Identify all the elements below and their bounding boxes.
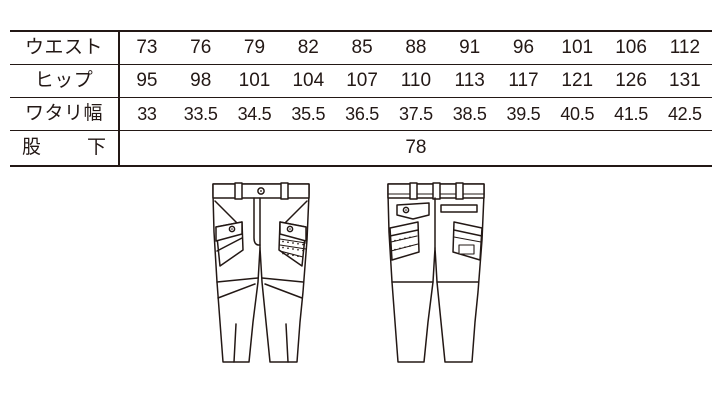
cargo-pocket-left-button-hole: [231, 228, 233, 230]
cell-thigh-5: 36.5: [335, 97, 389, 131]
cell-waist-2: 76: [173, 30, 228, 65]
table-row: ヒップ 95 98 101 104 107 110 113 117 121 12…: [10, 64, 712, 98]
back-welt-pocket-right: [440, 204, 478, 213]
cell-hip-4: 104: [281, 64, 336, 98]
cargo-pocket-right-button-hole: [289, 228, 291, 230]
cell-waist-8: 96: [496, 30, 551, 65]
cell-hip-9: 121: [550, 64, 605, 98]
table-row: ワタリ幅 33 33.5 34.5 35.5 36.5 37.5 38.5 39…: [10, 97, 712, 131]
belt-loop-left: [409, 182, 418, 200]
pants-back-drawing: [387, 182, 485, 363]
zip-fly: [253, 197, 261, 246]
cargo-pocket-right-flap: [279, 221, 307, 242]
back-pocket-flap-left: [396, 202, 430, 220]
row-label-inseam: 股 下: [10, 130, 120, 167]
cell-thigh-10: 41.5: [604, 97, 658, 131]
cell-hip-10: 126: [604, 64, 658, 98]
side-cargo-pocket-left-seam: [389, 229, 419, 237]
table-row: ウエスト 73 76 79 82 85 88 91 96 101 106 112: [10, 30, 712, 65]
cell-waist-11: 112: [657, 30, 712, 65]
cell-thigh-3: 34.5: [227, 97, 282, 131]
cell-thigh-2: 33.5: [173, 97, 228, 131]
cell-thigh-1: 33: [119, 97, 174, 131]
pants-back-view: [371, 172, 501, 372]
back-pocket-button-left-hole: [405, 209, 407, 211]
cell-waist-5: 85: [335, 30, 389, 65]
stitch-dots: [282, 240, 304, 258]
row-label-inseam-text: 股 下: [22, 137, 106, 158]
cell-waist-6: 88: [388, 30, 443, 65]
row-label-hip: ヒップ: [10, 64, 120, 98]
cargo-pocket-left-flap: [215, 221, 243, 242]
cell-inseam-all: 78: [119, 130, 712, 167]
cell-waist-3: 79: [227, 30, 282, 65]
knee-seam-right: [261, 277, 304, 283]
pants-front-outline: [212, 183, 310, 363]
belt-loop-right: [280, 182, 289, 200]
row-label-thigh-width: ワタリ幅: [10, 97, 120, 131]
cell-waist-4: 82: [281, 30, 336, 65]
side-cargo-pocket-right-seam: [453, 229, 483, 237]
hem-crease-right: [285, 323, 289, 363]
cell-waist-7: 91: [442, 30, 497, 65]
knee-dart-right: [264, 283, 303, 299]
stitch-stripes-left: [390, 235, 419, 252]
product-illustrations: [0, 172, 720, 382]
cell-thigh-4: 35.5: [281, 97, 336, 131]
cell-hip-6: 110: [388, 64, 443, 98]
cell-hip-8: 117: [496, 64, 551, 98]
side-cargo-pocket-right-divider: [453, 236, 482, 243]
cell-thigh-6: 37.5: [388, 97, 443, 131]
hem-crease-left: [233, 323, 237, 363]
stitch-stripe-1: [279, 238, 307, 244]
stitch-stripe-3: [279, 250, 304, 258]
cell-thigh-7: 38.5: [442, 97, 497, 131]
knee-dart-left: [217, 283, 256, 299]
cell-thigh-9: 40.5: [550, 97, 605, 131]
belt-loop-right: [455, 182, 464, 200]
belt-loop-left: [234, 182, 243, 200]
cell-hip-7: 113: [442, 64, 497, 98]
cell-hip-5: 107: [335, 64, 389, 98]
stitch-dots-left: [394, 236, 411, 251]
pants-front-view: [196, 172, 326, 372]
cell-thigh-8: 39.5: [496, 97, 551, 131]
size-table: ウエスト 73 76 79 82 85 88 91 96 101 106 112…: [10, 30, 712, 167]
front-button-hole: [260, 190, 262, 192]
cargo-pocket-left-seam: [216, 237, 243, 252]
cell-thigh-11: 42.5: [657, 97, 712, 131]
cell-hip-11: 131: [657, 64, 712, 98]
stitch-stripe-2: [279, 244, 307, 250]
cell-waist-9: 101: [550, 30, 605, 65]
cell-hip-2: 98: [173, 64, 228, 98]
row-label-waist: ウエスト: [10, 30, 120, 65]
table-row: 股 下 78: [10, 130, 712, 167]
side-cargo-pocket-right-inner: [458, 244, 475, 255]
size-chart: ウエスト 73 76 79 82 85 88 91 96 101 106 112…: [10, 30, 712, 167]
pants-front-drawing: [212, 182, 310, 363]
cell-waist-1: 73: [119, 30, 174, 65]
stitch-stripes-right: [279, 238, 307, 258]
cell-waist-10: 106: [604, 30, 658, 65]
belt-loop-center: [432, 182, 441, 200]
cell-hip-1: 95: [119, 64, 174, 98]
cell-hip-3: 101: [227, 64, 282, 98]
knee-seam-left: [216, 277, 259, 283]
